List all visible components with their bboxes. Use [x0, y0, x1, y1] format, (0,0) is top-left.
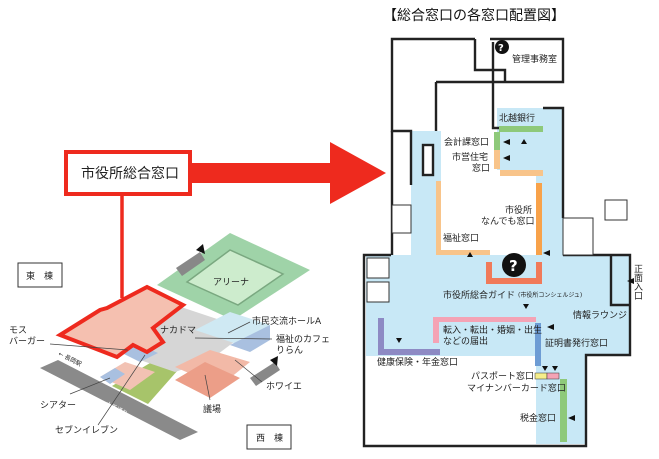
- mos-label-1: モス: [9, 326, 27, 336]
- label-guide: 市役所総合ガイド: [443, 289, 515, 301]
- label-accounting: 会計課窓口: [444, 136, 489, 148]
- overview-map: 大手通り ← 長岡駅: [9, 233, 330, 450]
- counter-welfare-bar: [436, 250, 490, 255]
- counter-housing: [494, 150, 500, 169]
- label-management-office: 管理事務室: [512, 53, 557, 65]
- leader-lines: [49, 321, 273, 426]
- label-tax: 税金窓口: [520, 412, 556, 424]
- assembly-block: [175, 362, 240, 398]
- nakadoma-label: ナカドマ: [160, 325, 196, 336]
- arena-label: アリーナ: [213, 277, 249, 288]
- label-welfare: 福祉窓口: [443, 232, 479, 244]
- callout-label: 市役所総合窓口: [81, 165, 179, 182]
- label-housing-1: 市営住宅: [452, 151, 488, 163]
- help-icon-office: [495, 40, 509, 54]
- counter-accounting: [494, 132, 500, 150]
- citizen-hall-label: 市民交流ホールA: [252, 315, 322, 327]
- foyer-label: ホワイエ: [266, 381, 302, 392]
- counter-housing-bar: [500, 170, 543, 176]
- counter-certificate: [535, 323, 541, 366]
- counter-moving: [433, 317, 536, 343]
- label-moving-2: などの届出: [443, 335, 488, 347]
- cafe-label-1: 福祉のカフェ: [276, 333, 330, 345]
- label-guide-sub: (市役所コンシェルジュ): [518, 291, 582, 299]
- label-mynumber: マイナンバーカード窓口: [467, 382, 566, 394]
- entrance-arrow-north: [176, 252, 205, 276]
- counter-anything: [536, 183, 542, 255]
- pointer-arrow: [190, 142, 386, 204]
- label-housing-2: 窓口: [472, 162, 490, 174]
- label-moving-1: 転入・転出・婚姻・出生: [443, 324, 542, 336]
- label-main-entrance: 正面入口: [632, 264, 643, 300]
- green-plaza: [112, 360, 178, 404]
- entrance-arrow-east: [250, 362, 280, 386]
- floor-area: [366, 108, 631, 444]
- elevator-icon: [604, 199, 628, 221]
- seven-eleven-label: セブンイレブン: [55, 424, 118, 436]
- arrow-head-east: [270, 356, 278, 366]
- assembly-label: 議場: [203, 403, 221, 415]
- counter-welfare: [436, 181, 441, 255]
- floor-plan: ? ? 管理事務室 北越銀行 会計課窓口 市営住宅 窓口 市役所: [362, 37, 643, 448]
- west-building-box: [246, 424, 292, 450]
- elevator-icon: [366, 257, 390, 279]
- label-certificate: 証明書発行窓口: [545, 337, 608, 349]
- highlight-general-counter: [55, 284, 187, 360]
- help-glyph: ?: [509, 257, 518, 275]
- help-glyph: ?: [498, 43, 504, 54]
- label-info-lounge: 情報ラウンジ: [573, 309, 627, 321]
- stairs-icons: [391, 204, 594, 256]
- counter-hokuetsu-bank: [499, 126, 543, 132]
- cafe-label-2: りらん: [276, 345, 303, 356]
- counter-mynumber: [546, 372, 560, 380]
- west-building-label: 西 棟: [256, 432, 283, 444]
- counter-guide: [486, 262, 542, 284]
- help-icon: [502, 253, 526, 277]
- map-title: 【総合窓口の各窓口配置図】: [383, 7, 565, 24]
- theater-label: シアター: [40, 400, 76, 411]
- label-health: 健康保険・年金窓口: [377, 356, 458, 368]
- counter-health: [378, 318, 440, 355]
- counter-pointers: [396, 139, 634, 421]
- arrow-head-north: [196, 244, 205, 254]
- counter-passport: [534, 372, 548, 380]
- label-passport: パスポート窓口: [471, 370, 534, 382]
- east-building-label: 東 棟: [26, 270, 53, 282]
- street-otedori: [40, 360, 198, 440]
- mos-label-2: バーガー: [9, 336, 45, 347]
- label-anything-1: 市役所: [505, 204, 532, 216]
- walls: [362, 37, 632, 448]
- east-building-box: [17, 262, 63, 288]
- label-hokuetsu-bank: 北越銀行: [499, 112, 535, 124]
- elevator-icon: [366, 281, 390, 303]
- callout-box: [64, 150, 192, 196]
- arena-inner: [185, 249, 285, 306]
- label-anything-2: なんでも窓口: [481, 215, 535, 227]
- theater-blue: [100, 368, 125, 384]
- counter-tax: [560, 379, 567, 442]
